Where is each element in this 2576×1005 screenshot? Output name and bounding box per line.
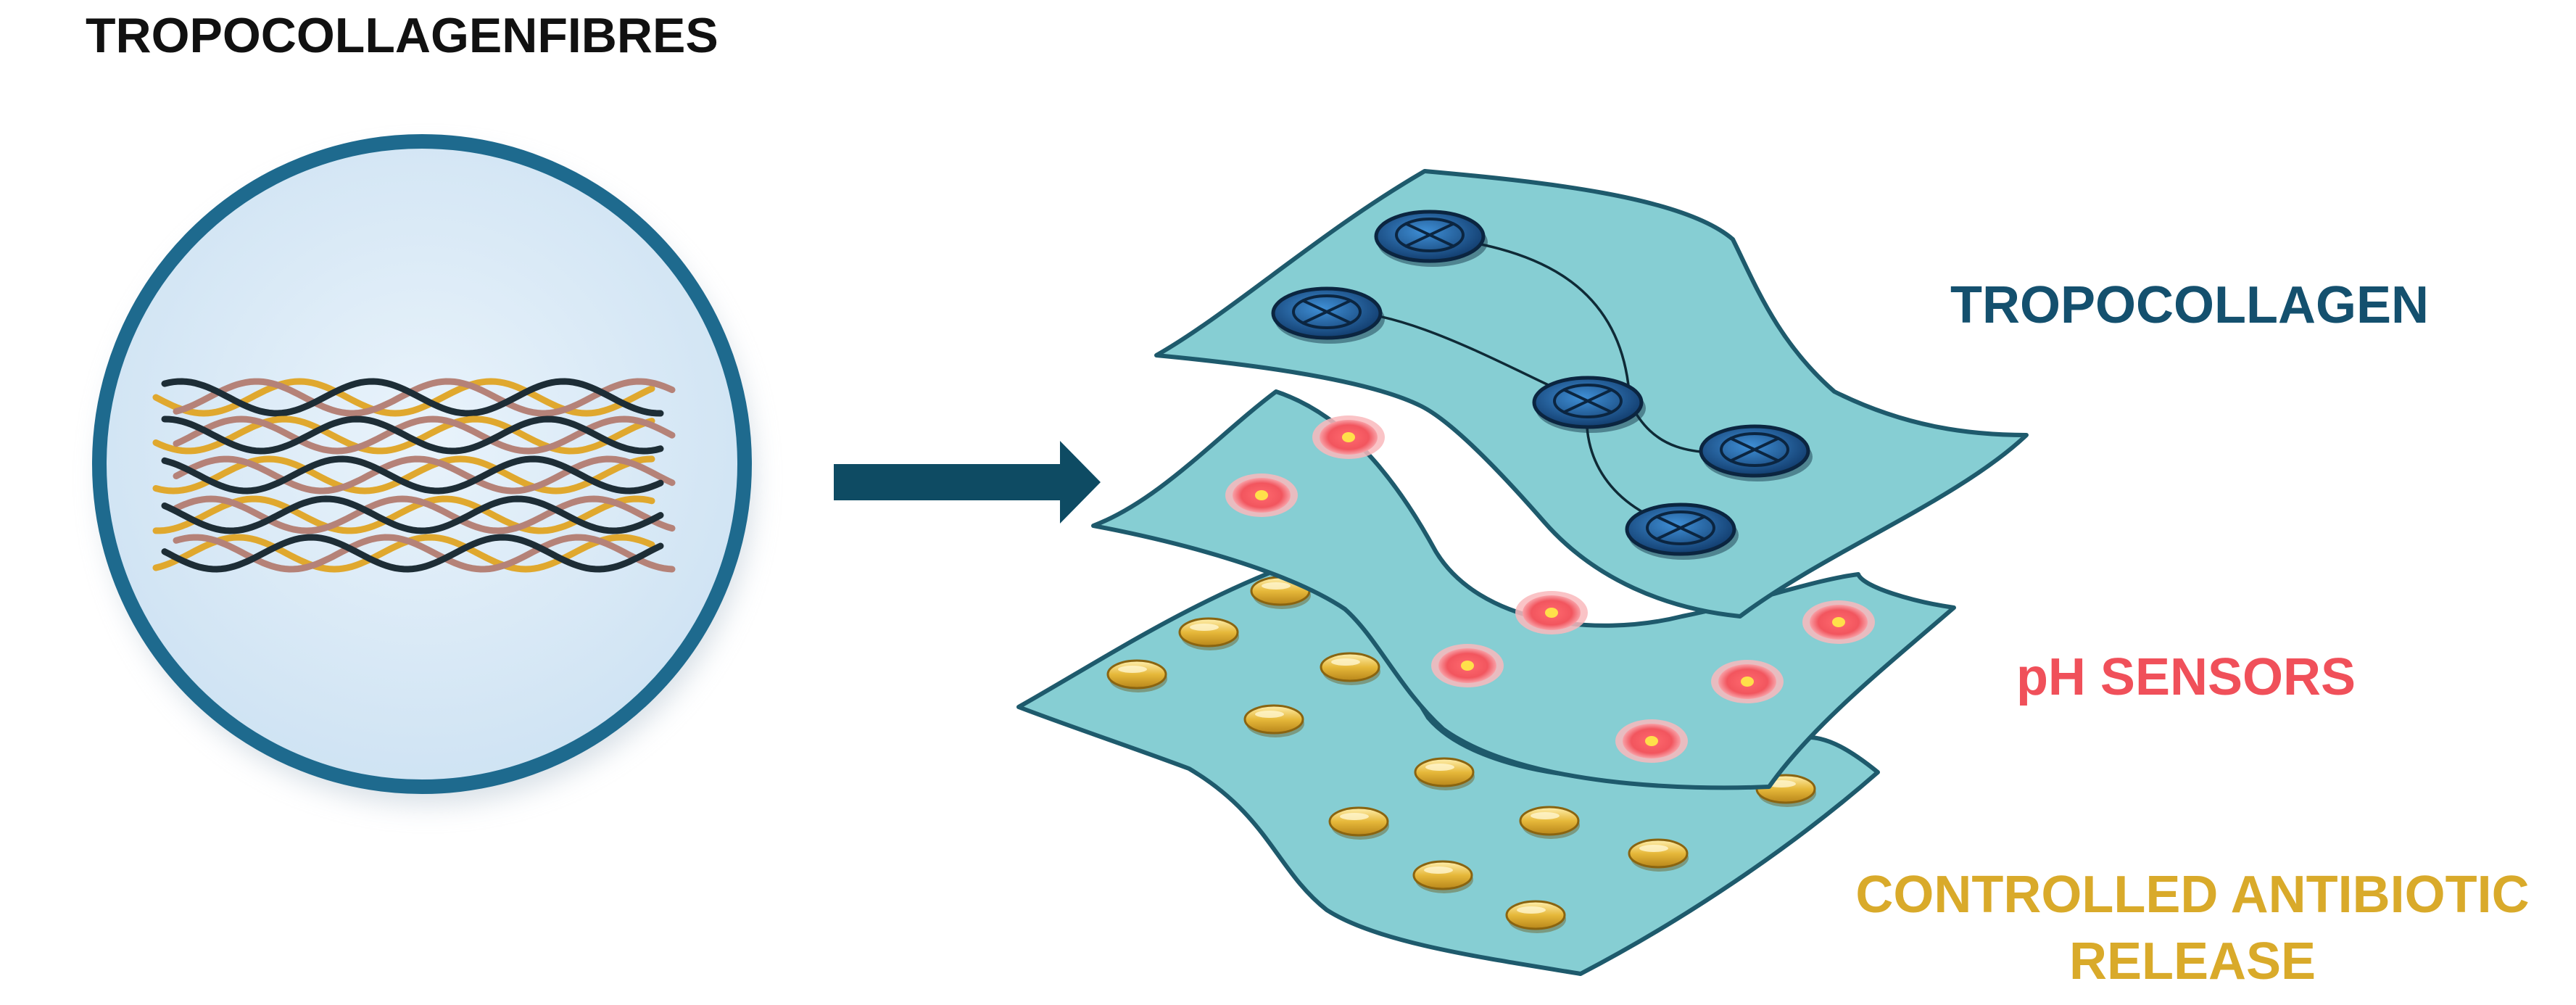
- ph-sensor-icon: [1312, 415, 1385, 459]
- collagen-strand: [152, 415, 655, 455]
- collagen-strand: [161, 534, 664, 573]
- collagen-strand: [173, 378, 676, 417]
- ph-sensors-label: pH SENSORS: [2016, 648, 2356, 706]
- antibiotic-capsule-icon: [1628, 838, 1689, 872]
- antibiotic-release-layer: [1016, 560, 1880, 976]
- ph-sensor-icon: [1431, 644, 1504, 687]
- ph-sensor-icon: [1802, 600, 1875, 644]
- collagen-strand: [161, 495, 664, 534]
- diagram-title: TROPOCOLLAGENFIBRES: [86, 8, 718, 63]
- collagen-strand: [161, 378, 664, 417]
- tropocollagen-layer: [1154, 169, 2029, 619]
- tropocollagen-node-icon: [1374, 210, 1488, 267]
- collagen-strand: [173, 495, 676, 534]
- antibiotic-capsule-icon: [1320, 652, 1380, 685]
- antibiotic-capsule-icon: [1505, 900, 1566, 933]
- ph-sensor-icon: [1515, 591, 1588, 634]
- collagen-strand: [152, 495, 655, 534]
- ph-sensor-icon: [1615, 719, 1688, 763]
- tropocollagen-node-icon: [1699, 424, 1813, 481]
- ph-sensor-icon: [1225, 473, 1298, 517]
- tropocollagen-label: TROPOCOLLAGEN: [1950, 276, 2429, 334]
- antibiotic-capsule-icon: [1328, 806, 1389, 840]
- arrow-right-icon: [834, 441, 1101, 524]
- antibiotic-label-line2: RELEASE: [2069, 932, 2316, 990]
- ph-sensor-layer: [1091, 389, 1956, 790]
- collagen-strand: [173, 534, 676, 573]
- ph-sensor-dots: [1225, 415, 1875, 763]
- fibre-circle: [92, 134, 754, 805]
- antibiotic-capsule-icon: [1414, 757, 1475, 790]
- antibiotic-capsules: [1106, 576, 1816, 933]
- collagen-strand: [173, 455, 676, 495]
- antibiotic-capsule-icon: [1243, 704, 1304, 737]
- antibiotic-capsule-icon: [1412, 860, 1473, 893]
- tropocollagen-node-icon: [1532, 376, 1646, 433]
- antibiotic-capsule-icon: [1178, 617, 1239, 650]
- tropocollagen-node-icon: [1271, 286, 1385, 344]
- tropocollagen-node-icon: [1625, 502, 1739, 560]
- collagen-strand: [161, 455, 664, 495]
- collagen-strand: [161, 415, 664, 455]
- tropocollagen-nodes: [1271, 210, 1813, 560]
- collagen-fibre-bundle: [152, 378, 676, 573]
- antibiotic-capsule-icon: [1519, 806, 1580, 839]
- ph-sensor-icon: [1711, 660, 1784, 703]
- antibiotic-capsule-icon: [1106, 659, 1167, 692]
- antibiotic-label-line1: CONTROLLED ANTIBIOTIC: [1855, 866, 2529, 924]
